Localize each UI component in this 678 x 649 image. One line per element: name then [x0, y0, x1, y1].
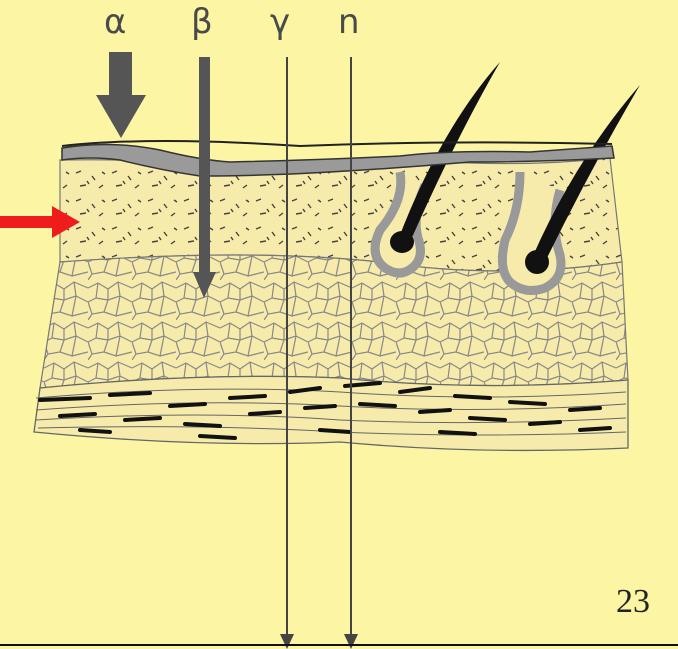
slide-number: 23 — [616, 583, 650, 621]
beta-label: β — [191, 2, 213, 42]
alpha-label: α — [104, 2, 126, 42]
gamma-label: γ — [270, 2, 290, 42]
bottom-rule — [0, 644, 678, 646]
neutron-label: n — [338, 2, 360, 42]
alpha-ray-arrow — [96, 52, 146, 138]
subcutaneous-layer — [34, 376, 628, 450]
